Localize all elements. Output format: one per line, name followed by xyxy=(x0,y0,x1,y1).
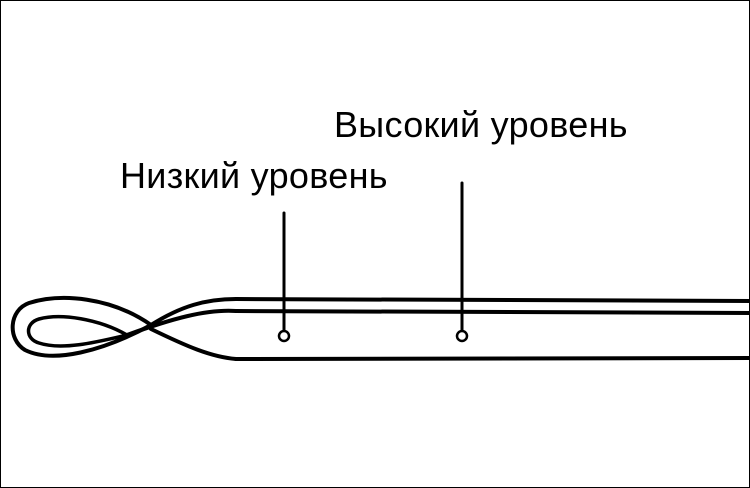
high-level-mark-hole xyxy=(455,329,469,343)
dipstick-neck-upper xyxy=(149,297,238,327)
low-level-mark-hole xyxy=(277,329,291,343)
dipstick-blade-inner-edge xyxy=(234,309,750,315)
high-level-label: Высокий уровень xyxy=(334,104,628,145)
dipstick-neck-lower xyxy=(125,308,238,337)
dipstick-blade-top-edge xyxy=(234,297,750,303)
low-level-label: Низкий уровень xyxy=(120,155,388,196)
dipstick-neck-bottom xyxy=(149,327,238,361)
dipstick-handle-loop xyxy=(10,296,153,358)
dipstick-blade-bottom-edge xyxy=(234,356,750,361)
dipstick-handle-inner-loop xyxy=(26,315,129,348)
